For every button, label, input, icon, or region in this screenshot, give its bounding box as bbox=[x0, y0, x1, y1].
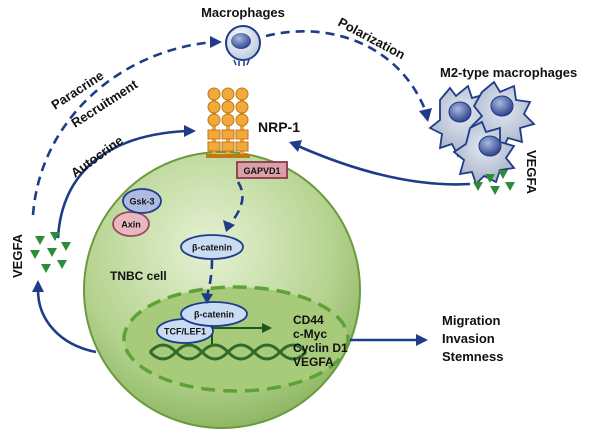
nucleus bbox=[122, 285, 350, 393]
target-gene: VEGFA bbox=[293, 355, 334, 369]
axin-protein bbox=[112, 211, 150, 237]
gapvd1-arrow-head bbox=[223, 220, 235, 232]
vegfa-left-label: VEGFA bbox=[10, 233, 25, 278]
nrp1-label: NRP-1 bbox=[258, 119, 300, 135]
m2-macrophages-cluster bbox=[428, 80, 536, 186]
autocrine-label: Autocrine bbox=[68, 133, 126, 181]
target-gene: CD44 bbox=[293, 313, 324, 327]
nrp1-receptor bbox=[206, 87, 250, 158]
autocrine-arrow bbox=[56, 129, 187, 239]
beta-catenin-cytoplasm-label: β-catenin bbox=[192, 243, 232, 253]
secretion-arrow-head bbox=[32, 280, 44, 292]
vegfa-cluster-left bbox=[30, 232, 71, 273]
gapvd1-protein: GAPVD1 bbox=[236, 161, 288, 179]
gapvd1-label: GAPVD1 bbox=[243, 166, 280, 176]
gsk3-label: Gsk-3 bbox=[129, 197, 154, 207]
paracrine-recruitment-arrow bbox=[31, 40, 215, 216]
outcome-item: Stemness bbox=[442, 349, 503, 364]
translocation-arrow-head bbox=[201, 293, 213, 304]
beta-catenin-nucleus-label: β-catenin bbox=[194, 310, 234, 320]
secretion-arrow bbox=[36, 289, 97, 354]
paracrine-recruitment-arrow-head bbox=[210, 36, 222, 48]
m2-macrophages-label: M2-type macrophages bbox=[440, 65, 577, 80]
outcome-arrow-head bbox=[416, 334, 428, 346]
axin-label: Axin bbox=[121, 220, 141, 230]
tcf-lef1-label: TCF/LEF1 bbox=[164, 327, 206, 337]
beta-catenin-nucleus: β-catenin bbox=[180, 301, 248, 327]
autocrine-arrow-head bbox=[184, 125, 196, 137]
translocation-arrow bbox=[205, 259, 214, 297]
outcome-item: Migration bbox=[442, 313, 501, 328]
transcription-arrow-head bbox=[262, 323, 272, 333]
gsk3-protein bbox=[122, 188, 162, 214]
macrophage bbox=[225, 25, 261, 66]
polarization-arrow bbox=[265, 30, 428, 113]
target-gene: c-Myc bbox=[293, 327, 327, 341]
vegfa-right-label: VEGFA bbox=[524, 150, 539, 195]
gapvd1-arrow bbox=[229, 181, 244, 225]
m2-vegfa-arrow bbox=[297, 144, 471, 186]
outcome-item: Invasion bbox=[442, 331, 495, 346]
target-genes: CD44 c-Myc Cyclin D1 VEGFA bbox=[293, 313, 348, 369]
macrophages-label: Macrophages bbox=[201, 5, 285, 20]
outcomes: Migration Invasion Stemness bbox=[442, 313, 503, 364]
dna-helix bbox=[148, 343, 308, 361]
m2-vegfa-arrow-head bbox=[289, 140, 302, 152]
destruction-complex: Axin Gsk-3 bbox=[112, 188, 162, 237]
tnbc-cell-label: TNBC cell bbox=[110, 269, 167, 283]
target-gene: Cyclin D1 bbox=[293, 341, 348, 355]
polarization-arrow-head bbox=[419, 108, 432, 122]
beta-catenin-cytoplasm: β-catenin bbox=[180, 234, 244, 260]
